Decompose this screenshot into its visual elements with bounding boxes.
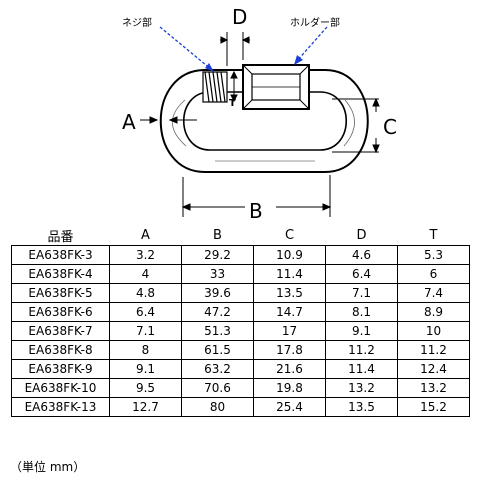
cell-t: 5.3	[397, 245, 470, 265]
dimension-a-label: A	[122, 110, 136, 134]
link-outer-outline	[159, 69, 369, 173]
cell-part-number: EA638FK-8	[11, 340, 110, 360]
link-inner-outline	[182, 91, 348, 151]
cell-c: 25.4	[253, 397, 326, 417]
cell-c: 21.6	[253, 359, 326, 379]
cell-c: 17	[253, 321, 326, 341]
cell-d: 13.5	[325, 397, 398, 417]
dimension-t-label: T	[229, 98, 236, 109]
holder-part-label: ホルダー部	[290, 18, 340, 29]
cell-d: 11.2	[325, 340, 398, 360]
cell-part-number: EA638FK-3	[11, 245, 110, 265]
header-t: T	[397, 226, 470, 246]
cell-a: 9.5	[109, 378, 182, 398]
cell-a: 6.4	[109, 302, 182, 322]
screw-thread	[202, 71, 228, 103]
cell-d: 4.6	[325, 245, 398, 265]
cell-a: 8	[109, 340, 182, 360]
cell-a: 4.8	[109, 283, 182, 303]
cell-d: 8.1	[325, 302, 398, 322]
dimension-b-label: B	[249, 199, 263, 223]
cell-t: 8.9	[397, 302, 470, 322]
cell-part-number: EA638FK-9	[11, 359, 110, 379]
dimension-t	[230, 70, 238, 103]
cell-t: 6	[397, 264, 470, 284]
screw-pointer-line	[159, 26, 213, 71]
dimension-c-label: C	[383, 115, 397, 139]
header-part-number: 品番	[11, 226, 110, 246]
cell-b: 63.2	[181, 359, 254, 379]
cell-a: 12.7	[109, 397, 182, 417]
cell-c: 19.8	[253, 378, 326, 398]
cell-b: 80	[181, 397, 254, 417]
holder-pointer-line	[295, 26, 328, 63]
dimension-d-label: D	[232, 5, 248, 29]
cell-b: 29.2	[181, 245, 254, 265]
screw-part-label: ネジ部	[122, 18, 152, 29]
cell-b: 70.6	[181, 378, 254, 398]
header-a: A	[109, 226, 182, 246]
header-c: C	[253, 226, 326, 246]
cell-part-number: EA638FK-4	[11, 264, 110, 284]
cell-d: 13.2	[325, 378, 398, 398]
quick-link-drawing	[140, 26, 380, 217]
cell-b: 39.6	[181, 283, 254, 303]
link-shading	[171, 99, 187, 147]
cell-d: 6.4	[325, 264, 398, 284]
holder-nut	[242, 64, 310, 110]
header-b: B	[181, 226, 254, 246]
header-d: D	[325, 226, 398, 246]
cell-a: 9.1	[109, 359, 182, 379]
dimension-b	[181, 175, 332, 217]
cell-part-number: EA638FK-10	[11, 378, 110, 398]
dimension-d	[220, 32, 250, 66]
cell-a: 7.1	[109, 321, 182, 341]
cell-c: 10.9	[253, 245, 326, 265]
cell-d: 9.1	[325, 321, 398, 341]
unit-note: （単位 mm）	[10, 460, 86, 474]
cell-b: 61.5	[181, 340, 254, 360]
cell-d: 7.1	[325, 283, 398, 303]
quick-link-diagram: ネジ部 ホルダー部 D T A C B	[0, 0, 480, 223]
cell-t: 11.2	[397, 340, 470, 360]
cell-b: 47.2	[181, 302, 254, 322]
cell-t: 15.2	[397, 397, 470, 417]
cell-c: 17.8	[253, 340, 326, 360]
cell-t: 10	[397, 321, 470, 341]
cell-a: 4	[109, 264, 182, 284]
cell-t: 7.4	[397, 283, 470, 303]
cell-part-number: EA638FK-13	[11, 397, 110, 417]
table-header-row: 品番 A B C D T	[11, 226, 470, 246]
cell-a: 3.2	[109, 245, 182, 265]
cell-part-number: EA638FK-7	[11, 321, 110, 341]
dimension-c	[332, 97, 380, 154]
cell-c: 11.4	[253, 264, 326, 284]
cell-part-number: EA638FK-5	[11, 283, 110, 303]
cell-d: 11.4	[325, 359, 398, 379]
holder-pointer-arrow	[294, 55, 303, 65]
cell-t: 13.2	[397, 378, 470, 398]
screw-pointer-arrow	[205, 63, 214, 72]
cell-t: 12.4	[397, 359, 470, 379]
cell-part-number: EA638FK-6	[11, 302, 110, 322]
cell-c: 14.7	[253, 302, 326, 322]
cell-b: 33	[181, 264, 254, 284]
cell-c: 13.5	[253, 283, 326, 303]
link-shading	[343, 99, 356, 147]
cell-b: 51.3	[181, 321, 254, 341]
dimension-a	[140, 116, 197, 124]
